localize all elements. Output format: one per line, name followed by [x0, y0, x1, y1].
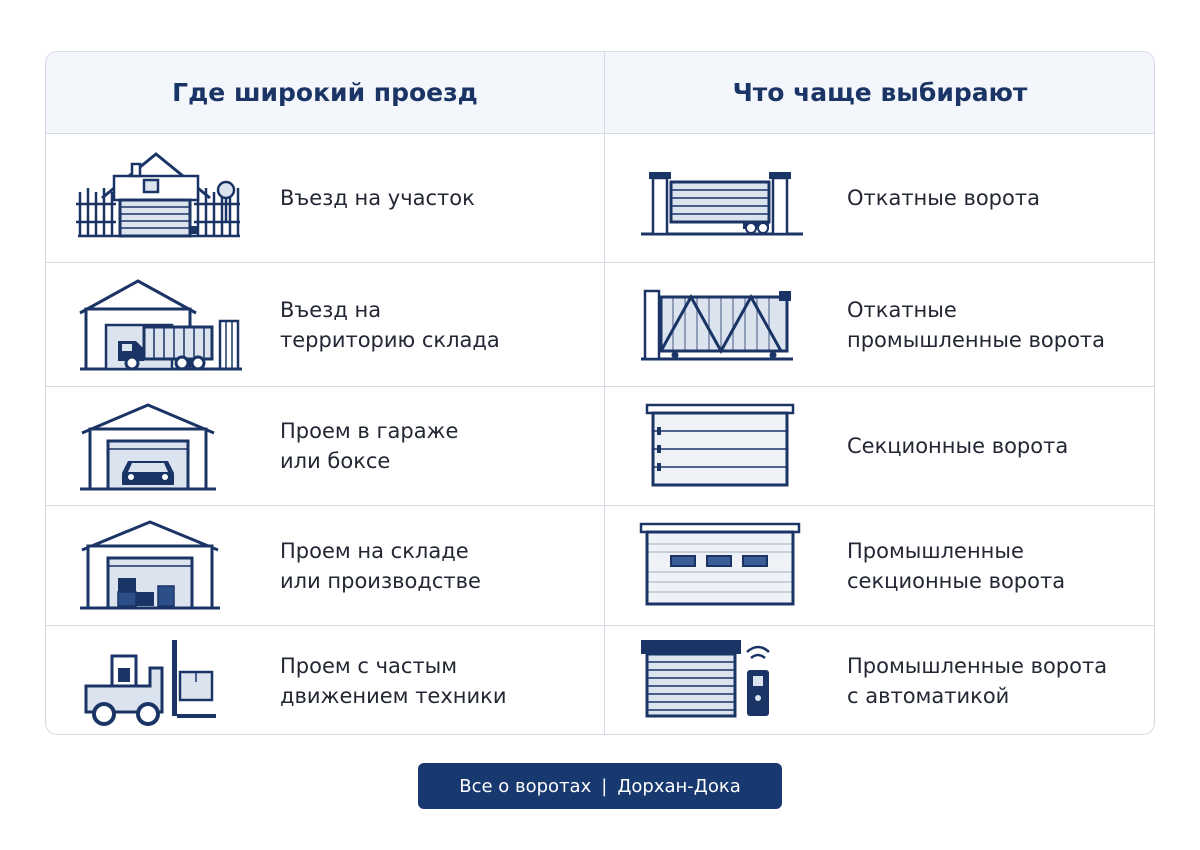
situation-label-line: территорию склада: [280, 327, 500, 352]
row-divider: [46, 262, 1154, 263]
header-right-title: Что чаще выбирают: [732, 78, 1028, 107]
cell-situation: Въезд на территорию склада: [46, 263, 604, 386]
table-row: Въезд на участок Откатные ворота: [46, 134, 1154, 262]
gate-type-label-line: промышленные ворота: [847, 327, 1106, 352]
gate-type-label-line: с автоматикой: [847, 684, 1010, 708]
forklift-icon: [84, 640, 216, 726]
situation-label-line: Въезд на: [280, 297, 382, 322]
footer-left-text: Все о воротах: [459, 775, 592, 797]
automated-door-remote-icon: [641, 640, 770, 718]
row-divider: [46, 625, 1154, 626]
sliding-gate-icon: [641, 172, 803, 236]
table-header: Где широкий проезд Что чаще выбирают: [46, 52, 1154, 134]
footer-separator: |: [601, 775, 608, 797]
gate-type-label-line: Откатные ворота: [847, 186, 1040, 210]
cell-gate-type: Промышленные секционные ворота: [605, 506, 1154, 625]
table-row: Въезд на территорию склада Откатные пром…: [46, 263, 1154, 386]
situation-label-line: Проем с частым: [280, 654, 458, 678]
warehouse-truck-icon: [79, 279, 242, 371]
cell-situation: Въезд на участок: [46, 134, 604, 262]
situation-label-line: Проем на складе: [280, 538, 469, 563]
row-divider: [46, 505, 1154, 506]
gate-type-label-line: Промышленные: [847, 538, 1024, 563]
situation-label-line: движением техники: [280, 684, 507, 708]
industrial-sliding-gate-icon: [641, 289, 793, 361]
column-divider: [604, 52, 605, 734]
gate-type-label-line: секционные ворота: [847, 568, 1066, 593]
cell-gate-type: Промышленные ворота с автоматикой: [605, 626, 1154, 734]
table-row: Проем на складе или производстве Промышл…: [46, 506, 1154, 625]
cell-gate-type: Секционные ворота: [605, 387, 1154, 505]
industrial-sectional-door-icon: [639, 522, 801, 606]
cell-situation: Проем на складе или производстве: [46, 506, 604, 625]
garage-car-icon: [80, 403, 216, 491]
situation-label-line: Въезд на участок: [280, 186, 475, 210]
house-fence-gate-icon: [76, 152, 240, 238]
cell-situation: Проем в гараже или боксе: [46, 387, 604, 505]
cell-gate-type: Откатные промышленные ворота: [605, 263, 1154, 386]
footer-banner[interactable]: Все о воротах | Дорхан-Дока: [418, 763, 782, 809]
table-row: Проем с частым движением техники Промышл…: [46, 626, 1154, 734]
table-row: Проем в гараже или боксе Секционные воро…: [46, 387, 1154, 505]
row-divider: [46, 386, 1154, 387]
gate-type-label-line: Промышленные ворота: [847, 654, 1108, 678]
warehouse-boxes-icon: [80, 520, 220, 610]
situation-label-line: Проем в гараже: [280, 419, 459, 443]
sectional-door-icon: [645, 403, 795, 487]
footer-brand-text: Дорхан-Дока: [617, 775, 741, 797]
situation-label-line: или производстве: [280, 568, 481, 593]
gate-type-label-line: Секционные ворота: [847, 434, 1069, 458]
cell-situation: Проем с частым движением техники: [46, 626, 604, 734]
situation-label-line: или боксе: [280, 449, 391, 473]
comparison-table: Где широкий проезд Что чаще выбирают: [45, 51, 1155, 735]
cell-gate-type: Откатные ворота: [605, 134, 1154, 262]
header-left-title: Где широкий проезд: [172, 78, 478, 107]
gate-type-label-line: Откатные: [847, 297, 957, 322]
